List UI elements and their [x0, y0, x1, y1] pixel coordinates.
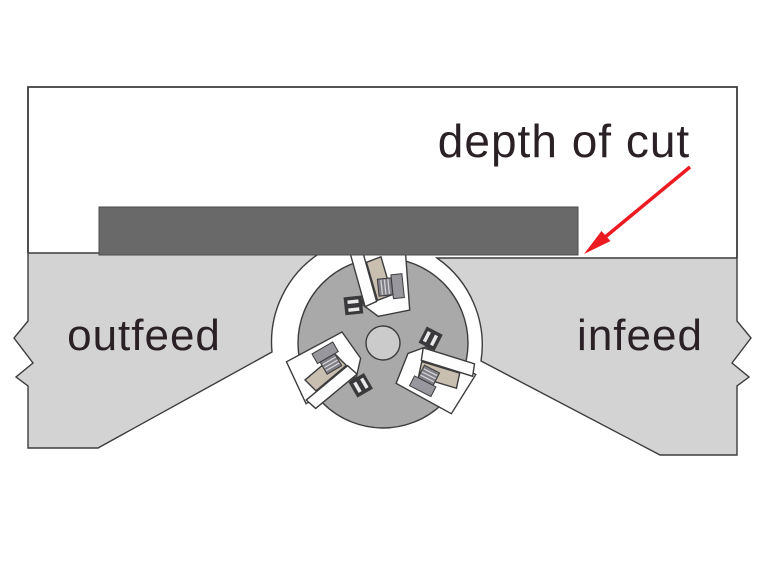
- frame-border: [27, 86, 738, 258]
- outfeed-table: [13, 252, 323, 449]
- depth-arrow: [584, 165, 692, 254]
- arbor-hole: [365, 325, 401, 361]
- depth-arrow-head: [584, 231, 611, 254]
- depth-arrow-shaft: [602, 165, 692, 240]
- outfeed-label: outfeed: [67, 311, 221, 360]
- infeed-label: infeed: [577, 311, 703, 360]
- infeed-table: [434, 257, 752, 456]
- cutterhead: [282, 242, 486, 429]
- depth-of-cut-label: depth of cut: [438, 115, 690, 167]
- workpiece-board: [98, 206, 579, 256]
